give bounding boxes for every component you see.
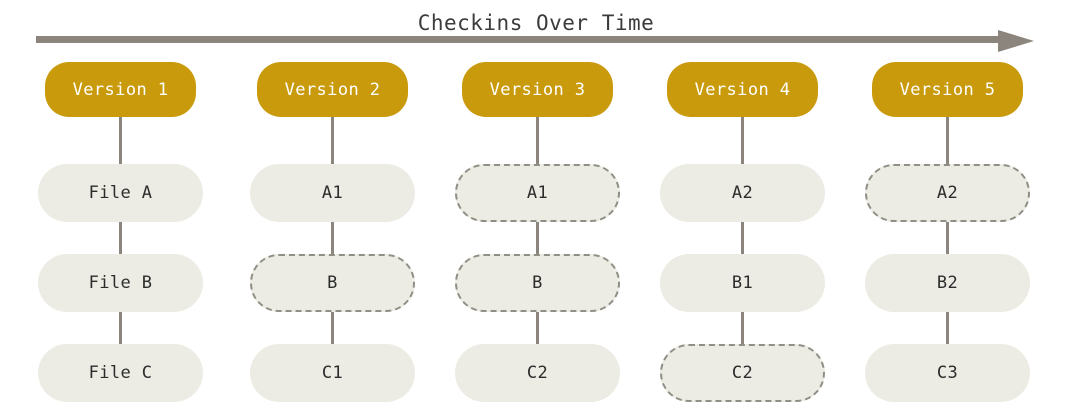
file-box[interactable]: B2 (865, 254, 1030, 312)
file-box[interactable]: A1 (250, 164, 415, 222)
file-box[interactable]: A2 (865, 164, 1030, 222)
file-box[interactable]: A1 (455, 164, 620, 222)
version-badge[interactable]: Version 2 (257, 62, 408, 117)
connector-line (946, 116, 949, 165)
version-badge[interactable]: Version 5 (872, 62, 1023, 117)
version-column: Version 1 File A File B File C (38, 0, 203, 410)
connector-line (536, 116, 539, 165)
file-box[interactable]: File B (38, 254, 203, 312)
connector-line (536, 221, 539, 256)
connector-line (741, 116, 744, 165)
file-box[interactable]: C1 (250, 344, 415, 402)
file-box[interactable]: B (250, 254, 415, 312)
file-box[interactable]: C3 (865, 344, 1030, 402)
connector-line (331, 311, 334, 346)
connector-line (946, 221, 949, 256)
connector-line (119, 311, 122, 346)
connector-line (331, 221, 334, 256)
timeline-arrow-head-icon (998, 30, 1034, 52)
file-box[interactable]: File A (38, 164, 203, 222)
timeline-arrow (36, 30, 1036, 52)
version-badge[interactable]: Version 4 (667, 62, 818, 117)
connector-line (536, 311, 539, 346)
connector-line (741, 311, 744, 346)
file-box[interactable]: C2 (455, 344, 620, 402)
timeline-arrow-shaft (36, 36, 1002, 43)
file-box[interactable]: B1 (660, 254, 825, 312)
page-title: Checkins Over Time (417, 11, 655, 35)
connector-line (331, 116, 334, 165)
connector-line (946, 311, 949, 346)
connector-line (119, 116, 122, 165)
connector-line (119, 221, 122, 256)
file-box[interactable]: File C (38, 344, 203, 402)
file-box[interactable]: B (455, 254, 620, 312)
file-box[interactable]: C2 (660, 344, 825, 402)
connector-line (741, 221, 744, 256)
file-box[interactable]: A2 (660, 164, 825, 222)
version-badge[interactable]: Version 3 (462, 62, 613, 117)
version-badge[interactable]: Version 1 (45, 62, 196, 117)
